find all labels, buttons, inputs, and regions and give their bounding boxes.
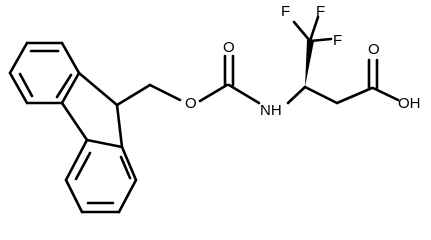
bond: [60, 41, 81, 75]
bond: [148, 83, 182, 102]
atom-label-o: O: [223, 39, 235, 56]
fluorene-ring-system: [8, 41, 138, 214]
atom-label-f: F: [316, 3, 325, 20]
double-bond-inner: [18, 72, 34, 98]
bond: [303, 85, 339, 105]
bond: [227, 83, 261, 105]
atom-labels: F F F O O NH O OH: [185, 3, 421, 119]
bond: [371, 86, 400, 102]
bond: [292, 20, 312, 43]
bond: [64, 138, 89, 182]
molecule-structure-diagram: F F F O O NH O OH: [8, 3, 421, 214]
atom-label-f: F: [333, 32, 342, 49]
bond: [198, 83, 229, 103]
bond: [120, 145, 138, 182]
bond: [60, 71, 81, 105]
bond: [308, 37, 333, 43]
atom-label-o: O: [368, 41, 380, 58]
bond: [8, 41, 29, 75]
double-bond-inner: [119, 155, 132, 180]
bond: [308, 15, 320, 43]
bond: [64, 178, 84, 214]
atom-label-o: O: [185, 95, 197, 112]
bond: [77, 71, 119, 107]
side-chain: [286, 15, 400, 105]
double-bond-inner: [55, 73, 73, 99]
atom-label-nh: NH: [260, 102, 282, 119]
double-bond-inner: [74, 151, 92, 181]
bond: [115, 103, 124, 149]
bond: [335, 86, 374, 105]
carbamate-linker: [115, 54, 261, 107]
wedge-bond: [305, 40, 314, 87]
atom-label-f: F: [281, 3, 290, 20]
bond: [60, 101, 89, 142]
bond: [117, 178, 138, 214]
bond: [8, 71, 29, 105]
bond: [286, 85, 307, 105]
bond: [115, 83, 152, 107]
bond: [85, 138, 124, 149]
atom-label-oh: OH: [398, 95, 421, 112]
